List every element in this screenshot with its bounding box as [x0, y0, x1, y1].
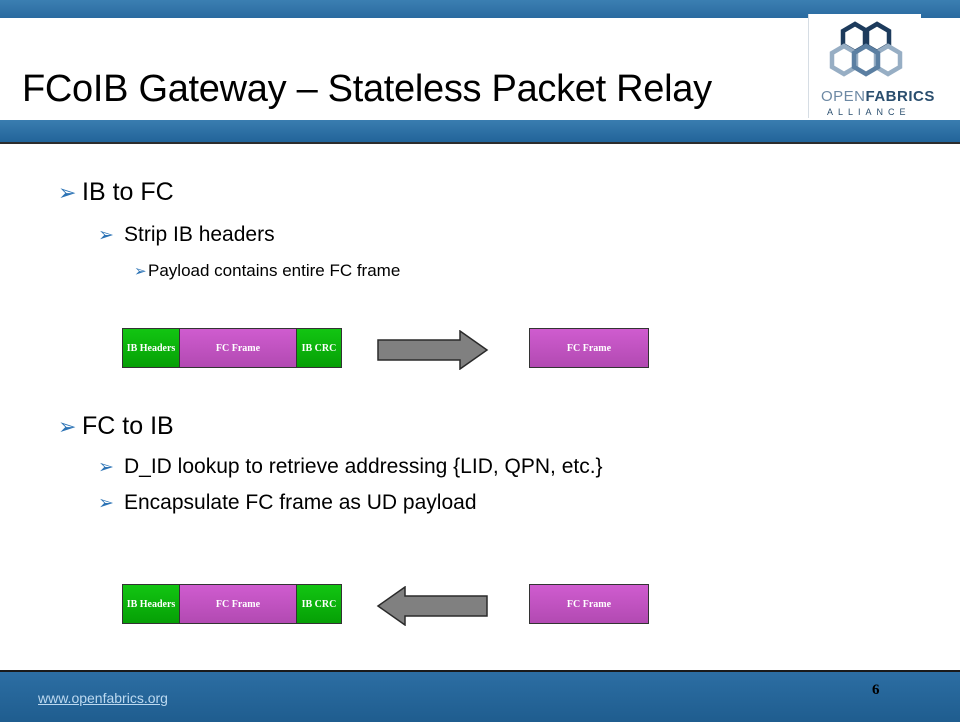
ib-headers-segment: IB Headers — [122, 328, 180, 368]
bullet-fc-to-ib: ➢FC to IB — [58, 412, 174, 440]
ib-headers-segment: IB Headers — [122, 584, 180, 624]
bullet-encapsulate: ➢Encapsulate FC frame as UD payload — [98, 491, 477, 514]
top-banner — [0, 0, 960, 18]
ib-crc-segment: IB CRC — [296, 328, 342, 368]
bullet-strip-ib-headers: ➢Strip IB headers — [98, 223, 275, 246]
arrow-bullet-icon: ➢ — [98, 225, 114, 246]
page-number: 6 — [872, 682, 880, 698]
title-band — [0, 120, 960, 144]
footer-banner: www.openfabrics.org 6 — [0, 670, 960, 722]
arrow-bullet-icon: ➢ — [134, 263, 147, 280]
bullet-ib-to-fc: ➢IB to FC — [58, 178, 174, 206]
slide-title: FCoIB Gateway – Stateless Packet Relay — [22, 68, 712, 110]
bullet-payload-contains: ➢Payload contains entire FC frame — [134, 261, 401, 280]
fc-frame-segment: FC Frame — [179, 584, 297, 624]
title-area: FCoIB Gateway – Stateless Packet Relay — [0, 18, 960, 120]
fc-frame-input: FC Frame — [529, 584, 649, 624]
left-arrow-icon — [376, 586, 488, 626]
arrow-bullet-icon: ➢ — [98, 493, 114, 514]
fc-frame-output: FC Frame — [529, 328, 649, 368]
right-arrow-icon — [377, 330, 489, 370]
logo-subtext: ALLIANCE — [827, 107, 911, 117]
fc-frame-segment: FC Frame — [179, 328, 297, 368]
arrow-bullet-icon: ➢ — [98, 457, 114, 478]
logo-wordmark: OPENFABRICS — [821, 88, 935, 105]
footer-url-link[interactable]: www.openfabrics.org — [38, 690, 168, 706]
arrow-bullet-icon: ➢ — [58, 180, 77, 205]
openfabrics-logo: OPENFABRICS ALLIANCE — [808, 14, 934, 118]
bullet-did-lookup: ➢D_ID lookup to retrieve addressing {LID… — [98, 455, 603, 478]
ib-crc-segment: IB CRC — [296, 584, 342, 624]
hexagon-logo-icon — [829, 21, 903, 77]
arrow-bullet-icon: ➢ — [58, 414, 77, 439]
